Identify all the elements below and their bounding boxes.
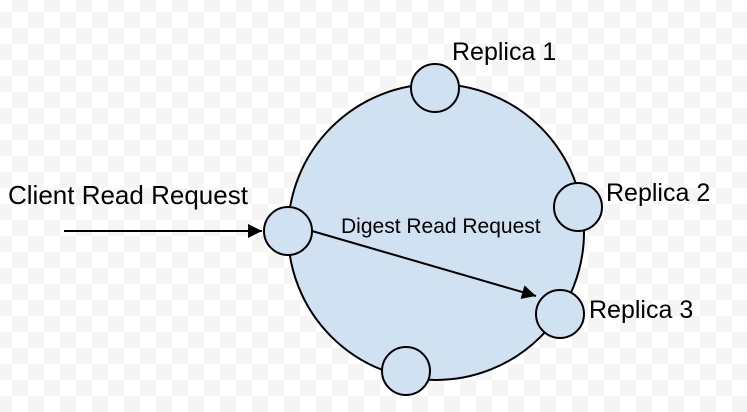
replica-3-label: Replica 3: [589, 296, 694, 324]
node-bottom: [381, 346, 431, 396]
node-replica-3: [535, 289, 585, 339]
node-replica-2: [553, 182, 603, 232]
digest-read-request-label: Digest Read Request: [341, 215, 541, 238]
replica-1-label: Replica 1: [452, 38, 557, 66]
node-replica-1: [410, 63, 460, 113]
node-coordinator: [263, 206, 313, 256]
replica-2-label: Replica 2: [606, 179, 711, 207]
digest-read-arrow: [311, 230, 537, 299]
client-read-request-label: Client Read Request: [8, 180, 248, 210]
